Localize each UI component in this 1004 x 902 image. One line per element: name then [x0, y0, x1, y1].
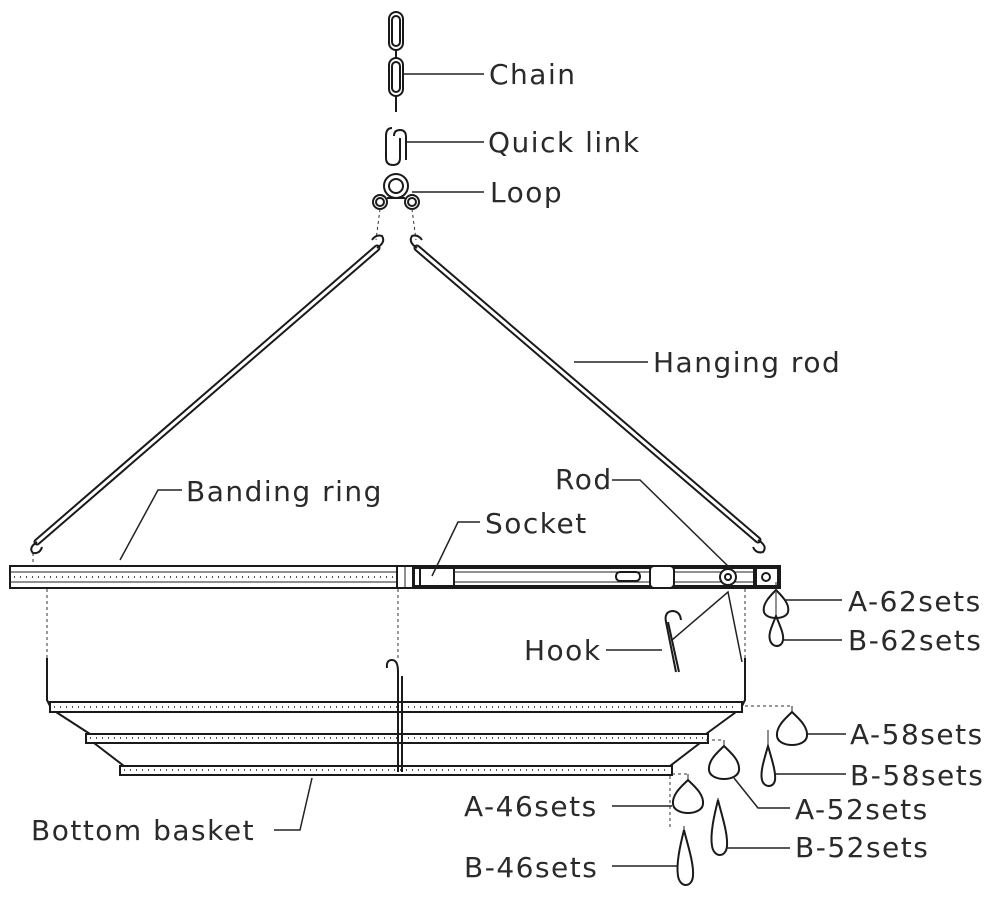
label-b62: B-62sets [848, 624, 982, 657]
weight-b46 [676, 826, 695, 886]
rod [615, 565, 779, 589]
label-b58: B-58sets [850, 759, 984, 792]
weight-a58 [745, 705, 809, 746]
weight-a46 [669, 773, 705, 830]
label-b52: B-52sets [795, 831, 929, 864]
label-loop: Loop [490, 176, 563, 209]
label-banding-ring: Banding ring [186, 475, 383, 508]
weight-b62 [768, 592, 785, 647]
weight-a52 [706, 739, 741, 780]
hanging-rod-left [30, 234, 385, 566]
weight-b52 [710, 798, 729, 856]
leader-lines [119, 73, 846, 867]
label-b46: B-46sets [464, 851, 598, 884]
label-a58: A-58sets [850, 718, 984, 751]
label-a62: A-62sets [848, 585, 982, 618]
label-hanging-rod: Hanging rod [653, 346, 841, 379]
weight-b58 [760, 730, 777, 787]
hook-part [664, 609, 682, 673]
loop [372, 173, 420, 241]
label-a52: A-52sets [795, 793, 929, 826]
label-hook: Hook [524, 634, 602, 667]
label-socket: Socket [485, 507, 588, 540]
chain [388, 11, 404, 112]
label-bottom-basket: Bottom basket [31, 814, 255, 847]
hanging-rod-right [409, 234, 766, 554]
bottom-basket [46, 658, 746, 776]
socket [413, 567, 755, 587]
quick-link [385, 127, 407, 167]
label-a46: A-46sets [464, 790, 598, 823]
label-rod: Rod [555, 463, 613, 496]
label-chain: Chain [489, 58, 576, 91]
label-quick-link: Quick link [488, 126, 641, 159]
